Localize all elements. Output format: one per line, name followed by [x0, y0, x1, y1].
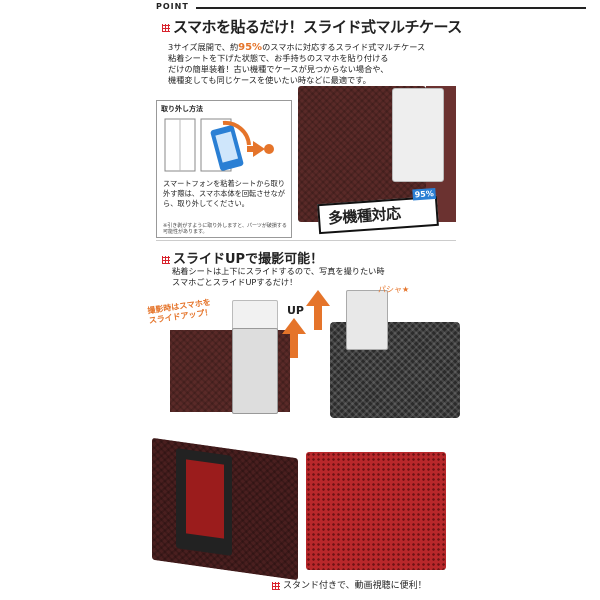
removal-instructions-box: 取り外し方法 スマートフォンを粘着シートから取り外す際は、スマホ本体を回転させな… [156, 100, 292, 238]
desc-highlight: 95% [238, 42, 263, 53]
case-red-image [306, 452, 446, 570]
section1-title: スマホを貼るだけ！スライド式マルチケース [162, 16, 462, 37]
phone-slid-up [232, 300, 278, 332]
phone-in-case [232, 328, 278, 414]
section2-description: 粘着シートは上下にスライドするので、写真を撮りたい時 スマホごとスライドUPする… [172, 266, 452, 288]
stand-caption: スタンド付きで、動画視聴に便利！ [272, 578, 427, 591]
removal-title: 取り外し方法 [161, 105, 203, 113]
phone-raised [346, 290, 388, 350]
hash-icon [272, 581, 280, 590]
hash-icon [162, 255, 170, 264]
removal-diagram-icon [164, 118, 274, 172]
desc2-line-1: 粘着シートは上下にスライドするので、写真を撮りたい時 [172, 266, 385, 276]
desc-line-2: 粘着シートを下げた状態で、お手持ちのスマホを貼り付ける [168, 53, 389, 63]
point-label: POINT [156, 2, 189, 11]
slide-callout: 撮影時はスマホを スライドアップ！ [146, 297, 213, 326]
desc2-line-2: スマホごとスライドUPするだけ！ [172, 277, 298, 287]
desc-line-3: だけの簡単装着！古い機種でケースが見つからない場合や、 [168, 64, 389, 74]
badge-percent: 95% [412, 187, 437, 201]
section1-title-text: スマホを貼るだけ！スライド式マルチケース [173, 18, 462, 36]
up-arrow-icon [306, 290, 330, 330]
phone-image [392, 88, 444, 182]
removal-text: スマートフォンを粘着シートから取り外す際は、スマホ本体を回転させながら、取り外し… [163, 179, 285, 208]
desc-line-4: 機種変しても同じケースを使いたい時などに最適です。 [168, 75, 371, 85]
section2-title-text: スライドUPで撮影可能！ [173, 252, 324, 267]
up-arrow-icon [282, 318, 306, 358]
phone-screen [186, 459, 224, 539]
section1-description: 3サイズ展開で、約95%のスマホに対応するスライド式マルチケース 粘着シートを下… [168, 42, 458, 86]
desc-line-1: 3サイズ展開で、約95%のスマホに対応するスライド式マルチケース [168, 42, 426, 53]
point-divider [196, 7, 586, 9]
up-label: UP [287, 304, 304, 317]
removal-note: ※引き剥がすように取り外しますと、パーツが破損する可能性があります。 [163, 223, 287, 235]
shutter-label: パシャ★ [378, 285, 410, 294]
section2-title: スライドUPで撮影可能！ [162, 248, 323, 267]
hash-icon [162, 23, 170, 32]
section-divider [156, 240, 456, 241]
badge-text: 多機種対応 [327, 204, 402, 228]
